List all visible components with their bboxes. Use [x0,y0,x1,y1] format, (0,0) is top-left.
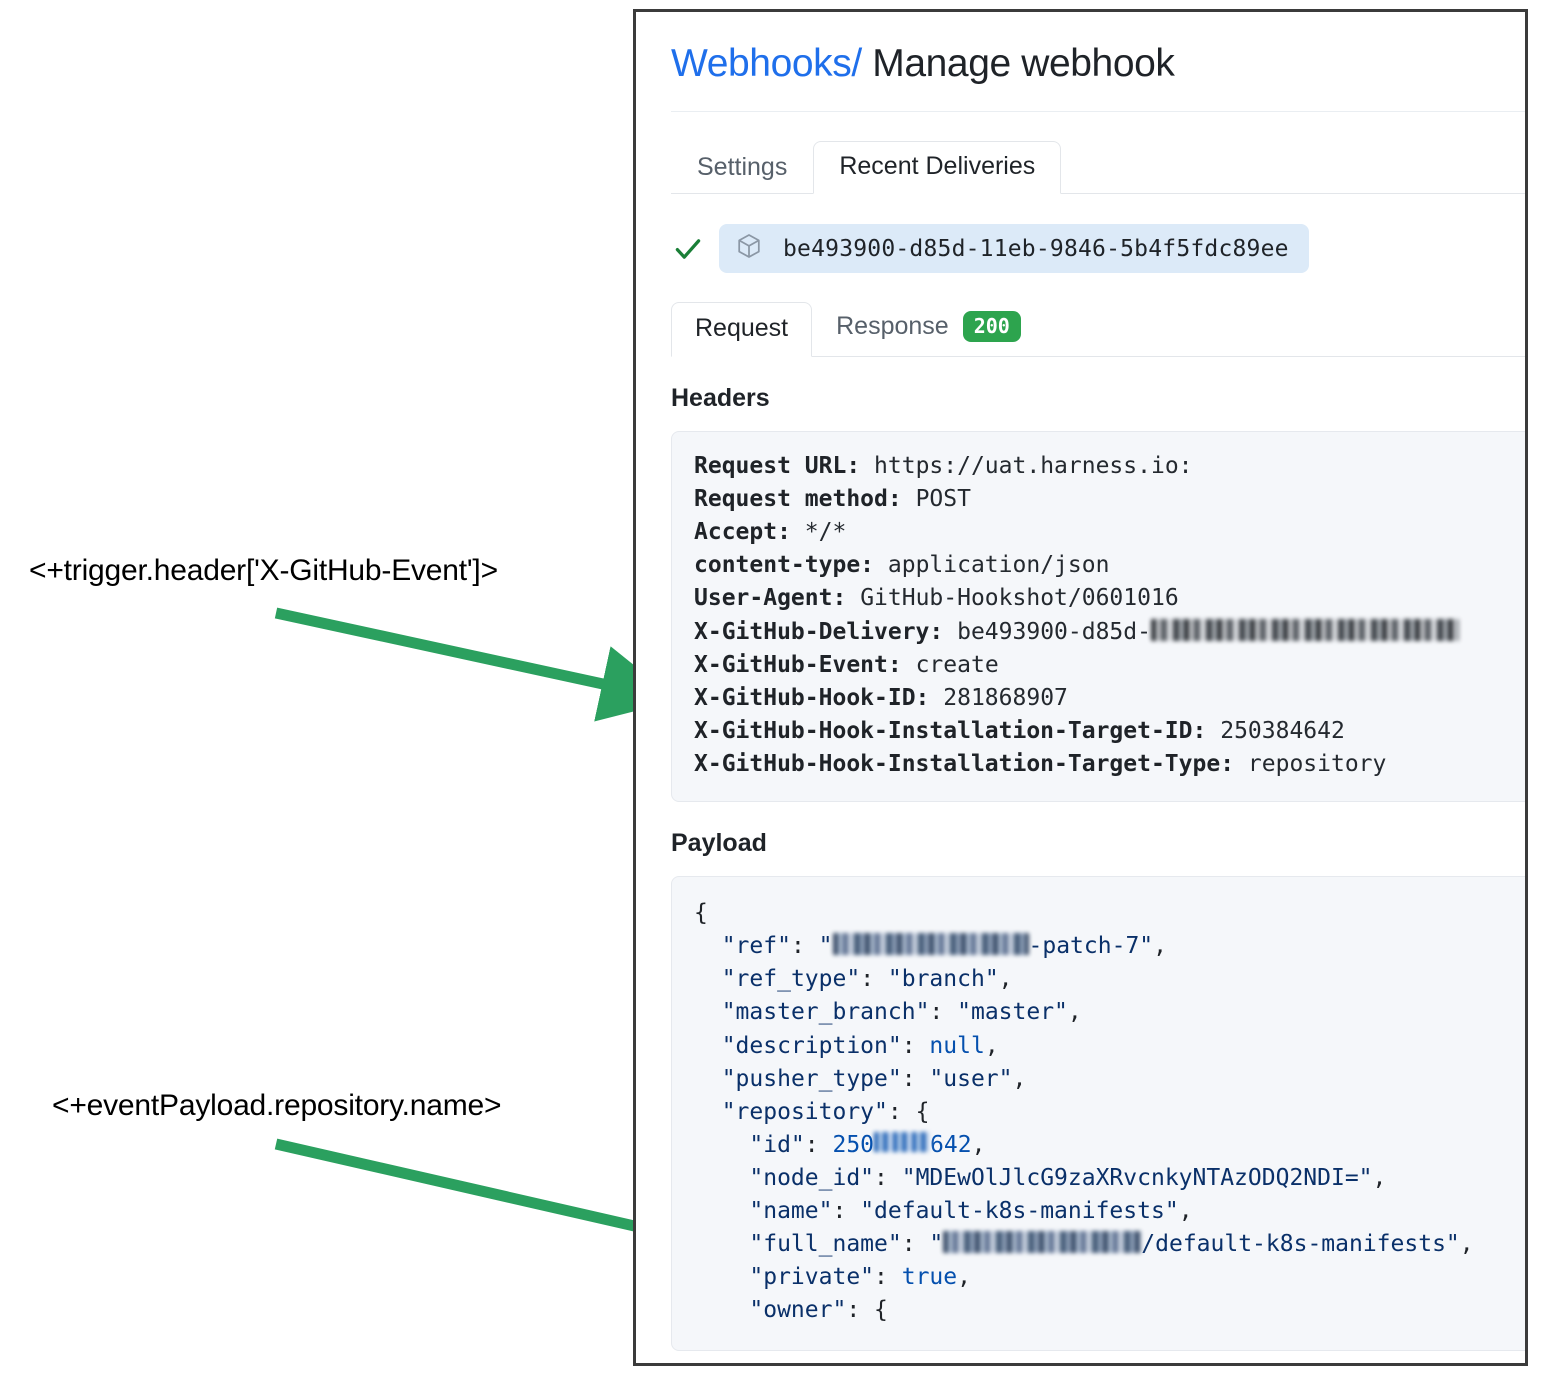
payload-key-name: "name" [749,1198,833,1225]
status-badge: 200 [962,311,1021,342]
payload-value-id-suffix: 642 [930,1131,972,1158]
payload-code-block: { "ref": " -patch-7", "ref_type": "branc… [671,876,1525,1351]
payload-line-open-brace: { [694,900,708,927]
header-value-x-github-hook-installation-target-type: repository [1247,750,1387,777]
tab-settings[interactable]: Settings [697,153,788,181]
payload-value-master-branch: "master" [957,999,1068,1026]
payload-key-full-name: "full_name" [749,1231,902,1258]
payload-value-full-name-suffix: /default-k8s-manifests" [1141,1231,1460,1258]
redacted-ref-user [832,933,1029,956]
annotation-trigger-header: <+trigger.header['X-GitHub-Event']> [29,554,498,587]
page-title-text: Manage webhook [872,42,1175,85]
header-key-content-type: content-type: [694,552,875,579]
payload-value-description: null [929,1032,985,1059]
breadcrumb-separator: / [851,42,862,85]
header-value-request-method: POST [915,486,971,513]
header-key-x-github-event: X-GitHub-Event: [694,651,902,678]
payload-value-ref-suffix: -patch-7" [1028,933,1154,960]
header-key-request-method: Request method: [694,486,902,513]
payload-value-name: "default-k8s-manifests" [860,1198,1179,1225]
header-value-x-github-delivery: be493900-d85d- [957,618,1151,645]
payload-value-node-id: "MDEwOlJlcG9zaXRvcnkyNTAzODQ2NDI=" [901,1164,1373,1191]
title-divider [671,111,1525,112]
panel-content: Webhooks/ Manage webhook Settings Recent… [636,12,1525,1351]
payload-value-pusher-type: "user" [929,1065,1013,1092]
payload-key-master-branch: "master_branch" [721,999,930,1026]
tab-response[interactable]: Response 200 [812,297,1045,357]
redacted-full-name-owner [943,1231,1142,1254]
header-value-x-github-event: create [915,651,999,678]
payload-key-node-id: "node_id" [749,1164,875,1191]
header-value-user-agent: GitHub-Hookshot/0601016 [860,585,1179,612]
header-value-content-type: application/json [887,552,1110,579]
header-key-user-agent: User-Agent: [694,585,847,612]
header-value-x-github-hook-id: 281868907 [943,684,1068,711]
payload-key-id: "id" [749,1131,805,1158]
header-value-accept: */* [804,519,847,546]
header-value-request-url: https://uat.harness.io: [874,453,1193,479]
header-key-x-github-hook-id: X-GitHub-Hook-ID: [694,684,930,711]
annotation-arrow-to-x-github-event [274,607,678,722]
header-key-x-github-delivery: X-GitHub-Delivery: [694,618,944,645]
header-key-request-url: Request URL: [694,453,861,479]
payload-heading: Payload [671,829,767,858]
header-key-x-github-hook-installation-target-id: X-GitHub-Hook-Installation-Target-ID: [694,717,1207,744]
redacted-delivery-id [1150,618,1459,641]
webhook-panel: Webhooks/ Manage webhook Settings Recent… [633,9,1528,1366]
payload-value-id-prefix: 250 [832,1131,875,1158]
breadcrumb: Webhooks/ Manage webhook [671,42,1525,86]
payload-key-repository: "repository" [721,1098,888,1125]
annotation-event-payload: <+eventPayload.repository.name> [52,1089,502,1122]
request-response-tablist: Request Response 200 [671,297,1525,357]
payload-value-ref-type: "branch" [887,966,999,993]
delivery-row[interactable]: be493900-d85d-11eb-9846-5b4f5fdc89ee [671,224,1525,273]
payload-key-description: "description" [721,1032,902,1059]
tab-request[interactable]: Request [671,302,813,357]
delivery-id-chip[interactable]: be493900-d85d-11eb-9846-5b4f5fdc89ee [719,224,1309,273]
payload-key-pusher-type: "pusher_type" [721,1065,902,1092]
payload-key-private: "private" [749,1264,875,1291]
payload-value-private: true [901,1264,958,1291]
tab-response-label: Response [836,312,949,340]
check-icon [671,232,705,266]
breadcrumb-link-webhooks[interactable]: Webhooks [671,42,852,85]
header-key-x-github-hook-installation-target-type: X-GitHub-Hook-Installation-Target-Type: [694,750,1235,777]
payload-key-ref: "ref" [721,933,791,960]
payload-key-owner: "owner" [749,1297,847,1324]
payload-key-ref-type: "ref_type" [721,966,861,993]
header-key-accept: Accept: [694,519,791,546]
package-cube-icon [735,232,763,265]
header-value-x-github-hook-installation-target-id: 250384642 [1220,717,1345,744]
redacted-repo-id [874,1131,931,1152]
tab-recent-deliveries[interactable]: Recent Deliveries [813,141,1062,194]
headers-heading: Headers [671,384,770,412]
webhook-tablist: Settings Recent Deliveries [671,138,1525,194]
tab-request-label: Request [695,314,789,342]
delivery-guid: be493900-d85d-11eb-9846-5b4f5fdc89ee [783,235,1289,262]
headers-code-block: Request URL: https://uat.harness.io: Req… [671,431,1525,803]
